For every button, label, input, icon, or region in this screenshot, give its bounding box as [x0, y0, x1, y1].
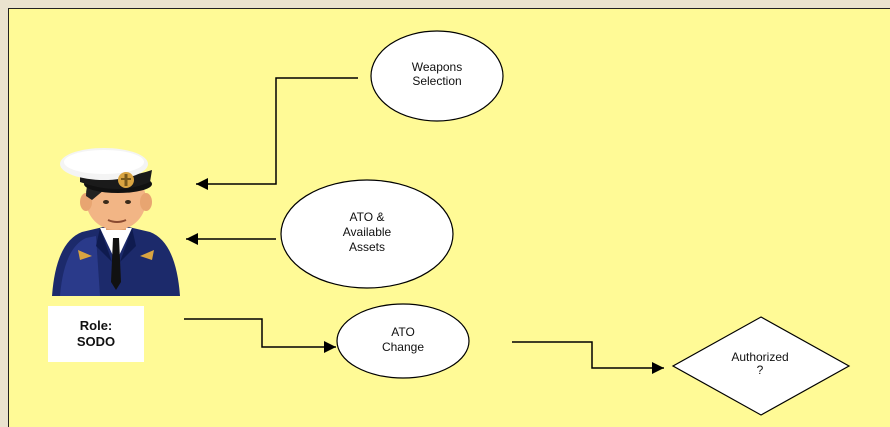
node-ato-change-line2: Change [382, 340, 424, 354]
node-ato-change: ATO Change [337, 304, 469, 378]
naval-officer-icon [52, 148, 180, 296]
node-weapons-selection-line2: Selection [412, 74, 461, 88]
node-ato-change-line1: ATO [391, 325, 415, 339]
connector-ato-change-to-authorized [512, 342, 664, 368]
node-authorized-line1: Authorized [731, 350, 788, 364]
role-label: Role: [80, 318, 113, 334]
node-weapons-selection-line1: Weapons [412, 60, 462, 74]
node-weapons-selection: Weapons Selection [371, 31, 503, 121]
node-ato-available-assets-line2: Available [343, 225, 392, 239]
role-name: SODO [77, 334, 115, 350]
node-authorized-decision: Authorized ? [673, 317, 849, 415]
node-authorized-line2: ? [757, 363, 764, 377]
role-label-box: Role: SODO [48, 306, 144, 362]
node-ato-available-assets-line1: ATO & [350, 210, 385, 224]
node-ato-available-assets-line3: Assets [349, 240, 385, 254]
connector-actor-to-ato-change [184, 319, 336, 347]
node-ato-available-assets: ATO & Available Assets [281, 180, 453, 288]
connector-weapons-to-actor [196, 78, 358, 184]
